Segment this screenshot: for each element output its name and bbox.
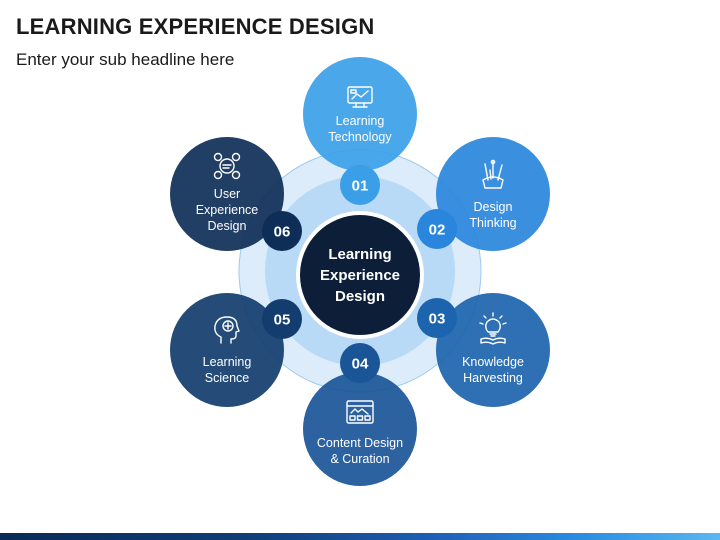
node-circle-04 xyxy=(303,372,417,486)
number-tab-06 xyxy=(262,211,302,251)
node-label-03-line-1: Knowledge xyxy=(462,355,524,369)
number-tab-01 xyxy=(340,165,380,205)
slide-title: LEARNING EXPERIENCE DESIGN xyxy=(16,14,375,39)
center-line-1: Learning xyxy=(328,246,391,263)
number-tab-03 xyxy=(417,298,457,338)
number-label-01: 01 xyxy=(352,178,369,195)
node-circle-02 xyxy=(436,137,550,251)
node-label-02-line-2: Thinking xyxy=(469,216,516,230)
monitor-chart-icon xyxy=(347,86,373,108)
node-label-01-line-1: Learning xyxy=(336,114,385,128)
number-label-05: 05 xyxy=(274,312,291,329)
head-brain-icon xyxy=(214,316,240,344)
node-label-04-line-1: Content Design xyxy=(317,436,403,450)
number-tab-02 xyxy=(417,209,457,249)
node-label-06-line-3: Design xyxy=(208,219,247,233)
node-circle-06 xyxy=(170,137,284,251)
number-tab-04 xyxy=(340,343,380,383)
number-label-06: 06 xyxy=(274,224,291,241)
number-label-02: 02 xyxy=(429,222,446,239)
pencil-cup-icon xyxy=(482,159,504,189)
node-circle-05 xyxy=(170,293,284,407)
number-label-03: 03 xyxy=(429,311,446,328)
web-layout-icon xyxy=(346,400,374,424)
number-label-04: 04 xyxy=(352,356,369,373)
node-label-01-line-2: Technology xyxy=(328,130,392,144)
center-line-3: Design xyxy=(335,288,385,305)
node-circle-03 xyxy=(436,293,550,407)
node-label-06-line-1: User xyxy=(214,187,240,201)
node-label-05-line-2: Science xyxy=(205,371,250,385)
node-label-02-line-1: Design xyxy=(474,200,513,214)
center-line-2: Experience xyxy=(320,267,400,284)
ux-network-icon xyxy=(213,152,241,180)
node-label-04-line-2: & Curation xyxy=(330,452,389,466)
node-circle-01 xyxy=(303,57,417,171)
node-label-06-line-2: Experience xyxy=(196,203,259,217)
node-label-03-line-2: Harvesting xyxy=(463,371,523,385)
bottom-gradient-bar xyxy=(0,533,720,540)
center-circle xyxy=(300,215,420,335)
node-label-05-line-1: Learning xyxy=(203,355,252,369)
lightbulb-book-icon xyxy=(479,312,507,345)
slide-subtitle: Enter your sub headline here xyxy=(16,50,235,69)
number-tab-05 xyxy=(262,299,302,339)
